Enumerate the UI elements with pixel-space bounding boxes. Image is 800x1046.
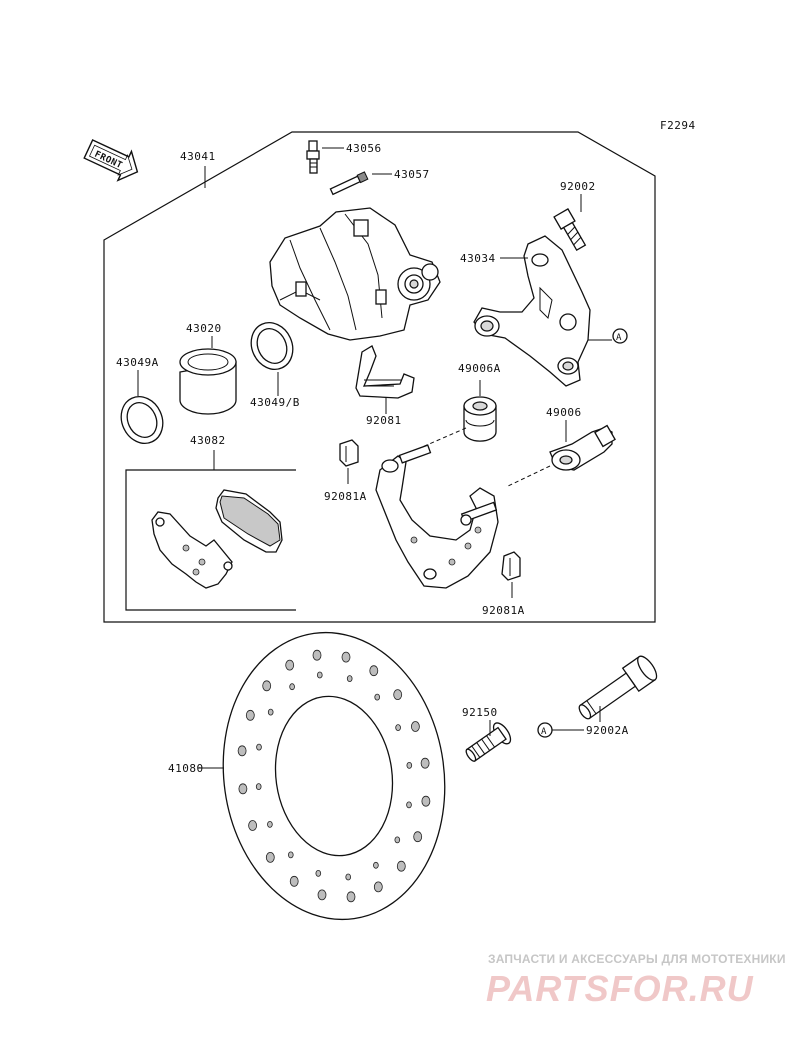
figure-code: F2294	[660, 119, 696, 132]
ref-marker-a-bracket-label: A	[616, 333, 622, 343]
disc-hole	[248, 820, 258, 831]
disc-hole	[394, 836, 401, 844]
disc-hole	[262, 680, 272, 692]
disc-hole	[410, 721, 420, 732]
label-92002a: 92002A	[586, 724, 629, 737]
pad-set-frame	[125, 469, 296, 611]
boot	[549, 424, 616, 471]
disc-hole	[373, 861, 379, 869]
disc-hole	[421, 795, 431, 807]
label-92081a-left: 92081A	[324, 490, 367, 503]
bleed-valve	[306, 140, 320, 174]
disc-hole	[393, 689, 403, 700]
disc-hole	[374, 693, 381, 701]
disc-hole	[346, 891, 356, 903]
disc-bolt	[465, 722, 512, 762]
disc-hole	[285, 659, 295, 671]
bleed-cap	[329, 171, 369, 196]
label-92150: 92150	[462, 706, 498, 719]
watermark-tagline: ЗАПЧАСТИ И АКСЕССУАРЫ ДЛЯ МОТОТЕХНИКИ	[488, 952, 786, 966]
disc-hole	[373, 881, 383, 893]
label-92002: 92002	[560, 180, 596, 193]
pad-spring	[355, 345, 415, 399]
disc-hole	[256, 743, 262, 751]
ref-marker-a-bolt-label: A	[541, 727, 547, 737]
front-arrow-icon: FRONT	[83, 139, 139, 182]
pad-support-bracket	[375, 444, 499, 589]
disc-hole	[315, 870, 322, 877]
label-92081a-right: 92081A	[482, 604, 525, 617]
clip-a-left	[339, 439, 359, 467]
disc-hole	[396, 860, 406, 872]
mount-bolt	[578, 655, 658, 720]
disc-hole	[369, 665, 379, 677]
label-43049b: 43049/B	[250, 396, 300, 409]
label-43034: 43034	[460, 252, 496, 265]
label-43082: 43082	[190, 434, 226, 447]
caliper-bracket	[473, 235, 591, 387]
disc-hole	[413, 831, 423, 843]
label-43057: 43057	[394, 168, 430, 181]
disc-hole	[237, 745, 247, 757]
disc-hole	[406, 762, 413, 769]
caliper-body	[269, 207, 441, 341]
label-43041: 43041	[180, 150, 216, 163]
caliper-assembly-frame	[103, 131, 656, 623]
brake-pad-front	[151, 511, 233, 589]
disc-holes	[237, 649, 431, 903]
label-43049a: 43049A	[116, 356, 159, 369]
clip-a-right	[501, 551, 521, 581]
disc-hole	[406, 801, 412, 809]
disc-hole	[420, 757, 430, 769]
disc-hole	[316, 671, 323, 679]
label-43020: 43020	[186, 322, 222, 335]
bracket-bolt	[553, 208, 587, 251]
disc-hole	[267, 821, 273, 828]
brake-pad-rear	[215, 489, 283, 553]
watermark-logo: PARTSFOR.RU	[486, 968, 754, 1009]
disc-hole	[287, 851, 294, 859]
label-49006: 49006	[546, 406, 582, 419]
label-92081: 92081	[366, 414, 402, 427]
brake-disc	[222, 631, 446, 921]
ref-marker-a-bracket	[612, 328, 628, 344]
disc-hole	[317, 889, 327, 901]
piston	[179, 348, 237, 415]
disc-hole	[238, 783, 248, 795]
disc-hole	[346, 675, 353, 682]
disc-hole	[289, 683, 295, 691]
dust-seal	[120, 396, 164, 444]
disc-hole	[312, 649, 322, 661]
disc-hole	[265, 852, 275, 863]
disc-hole	[289, 875, 299, 887]
label-43056: 43056	[346, 142, 382, 155]
ref-marker-a-bolt	[537, 722, 553, 738]
disc-hole	[245, 709, 255, 721]
disc-hole	[267, 708, 274, 716]
boot-a	[463, 396, 497, 442]
disc-hole	[255, 783, 262, 790]
piston-seal	[250, 322, 294, 370]
disc-hole	[395, 724, 401, 731]
label-49006a: 49006A	[458, 362, 501, 375]
label-41080: 41080	[168, 762, 204, 775]
disc-hole	[341, 651, 351, 663]
disc-hole	[345, 873, 352, 881]
